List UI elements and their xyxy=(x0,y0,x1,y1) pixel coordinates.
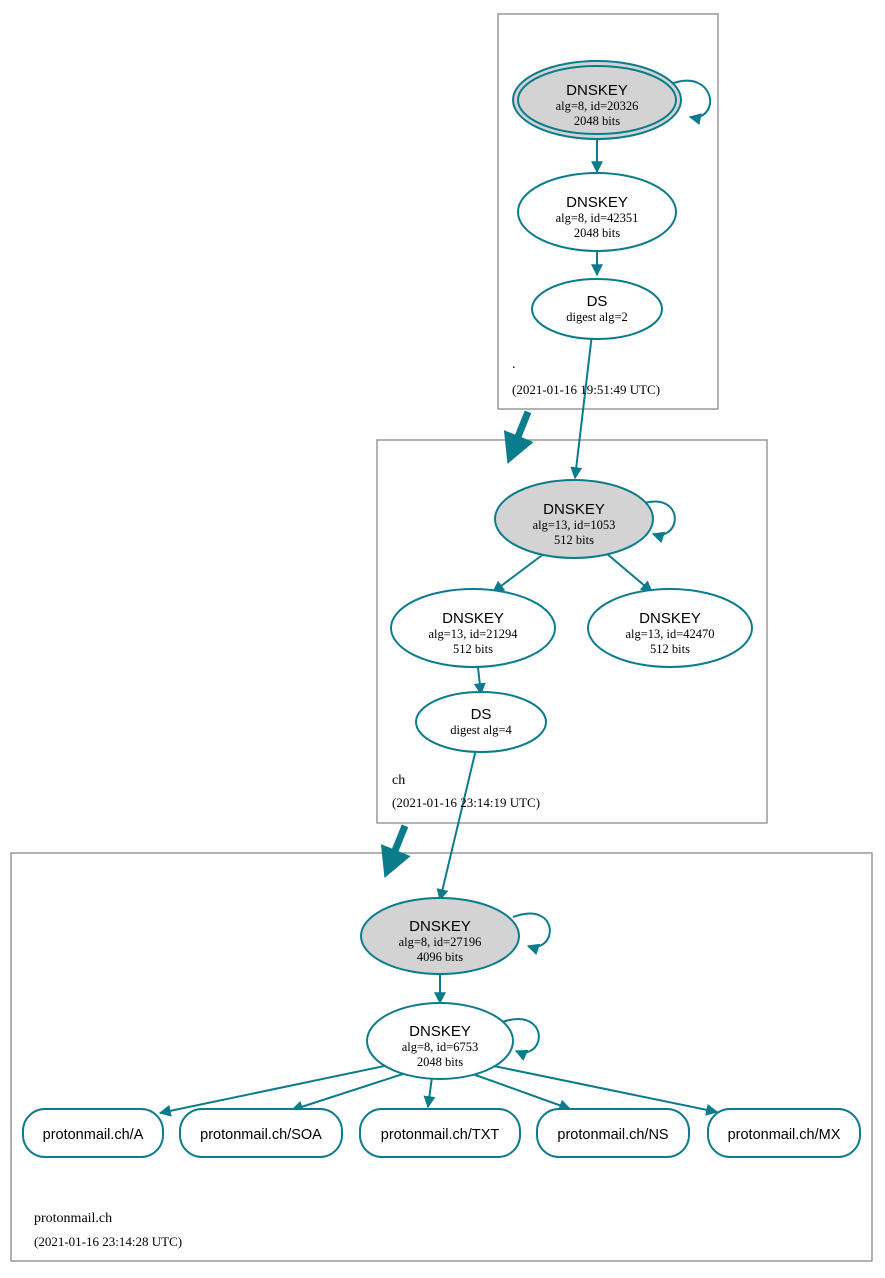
node-detail-alg: alg=13, id=42470 xyxy=(625,627,714,641)
rrset-protonmail-txt[interactable]: protonmail.ch/TXT xyxy=(359,1108,521,1158)
node-dnskey-root-ksk[interactable]: DNSKEY alg=8, id=20326 2048 bits xyxy=(512,60,682,140)
edge-self-sign-pm-zsk xyxy=(501,1018,540,1061)
zone-label-protonmail: protonmail.ch xyxy=(34,1211,112,1226)
rrset-protonmail-mx[interactable]: protonmail.ch/MX xyxy=(707,1108,861,1158)
node-detail-size: 512 bits xyxy=(650,642,690,656)
edge-sign-chksk-zsk21294 xyxy=(492,552,546,593)
node-detail-alg: alg=8, id=6753 xyxy=(402,1040,479,1054)
node-title: DS xyxy=(471,706,492,723)
node-detail-alg: alg=13, id=21294 xyxy=(428,627,518,641)
zone-label-root: . xyxy=(512,357,516,372)
node-title: DS xyxy=(587,293,608,310)
node-title: DNSKEY xyxy=(543,501,605,518)
node-title: DNSKEY xyxy=(409,1023,471,1040)
zone-box-protonmail xyxy=(10,852,873,1262)
rrset-label: protonmail.ch/TXT xyxy=(381,1127,500,1143)
edge-self-sign-root-ksk xyxy=(667,79,712,125)
node-dnskey-ch-zsk-42470[interactable]: DNSKEY alg=13, id=42470 512 bits xyxy=(587,588,753,668)
node-detail-alg: alg=8, id=27196 xyxy=(399,935,482,949)
zone-timestamp-root: (2021-01-16 19:51:49 UTC) xyxy=(512,382,660,397)
edge-sign-pmzsk-rr-ns xyxy=(469,1072,572,1111)
node-title: DNSKEY xyxy=(639,610,701,627)
rrset-label: protonmail.ch/NS xyxy=(557,1127,668,1143)
edge-ds-link-ch-protonmail xyxy=(436,744,478,902)
edge-sign-chksk-zsk42470 xyxy=(605,552,653,593)
node-ds-root-ch[interactable]: DS digest alg=2 xyxy=(531,278,663,340)
edge-self-sign-ch-ksk xyxy=(637,500,676,544)
node-dnskey-root-zsk[interactable]: DNSKEY alg=8, id=42351 2048 bits xyxy=(517,172,677,252)
node-dnskey-pm-ksk[interactable]: DNSKEY alg=8, id=27196 4096 bits xyxy=(360,897,520,975)
rrset-label: protonmail.ch/SOA xyxy=(200,1127,322,1143)
edge-ds-link-root-ch xyxy=(570,333,593,480)
edge-self-sign-pm-ksk xyxy=(512,912,551,956)
rrset-protonmail-a[interactable]: protonmail.ch/A xyxy=(22,1108,164,1158)
node-title: DNSKEY xyxy=(442,610,504,627)
edge-sign-pmzsk-rr-mx xyxy=(488,1064,719,1116)
node-detail-size: 2048 bits xyxy=(574,226,620,240)
node-dnskey-ch-zsk-21294[interactable]: DNSKEY alg=13, id=21294 512 bits xyxy=(390,588,556,668)
zone-box-ch xyxy=(376,439,768,824)
edge-sign-pmzsk-rr-txt xyxy=(423,1076,436,1109)
zone-box-root xyxy=(497,13,719,410)
node-detail-alg: alg=8, id=20326 xyxy=(556,99,639,113)
node-detail-size: 4096 bits xyxy=(417,950,463,964)
edge-sign-pmzsk-rr-a xyxy=(158,1064,390,1117)
rrset-label: protonmail.ch/A xyxy=(43,1127,144,1143)
node-detail-alg: alg=13, id=1053 xyxy=(533,518,616,532)
rrset-protonmail-soa[interactable]: protonmail.ch/SOA xyxy=(179,1108,343,1158)
edge-sign-pmzsk-rr-soa xyxy=(290,1072,407,1113)
rrset-protonmail-ns[interactable]: protonmail.ch/NS xyxy=(536,1108,690,1158)
node-detail-alg: alg=8, id=42351 xyxy=(556,211,639,225)
node-dnskey-ch-ksk[interactable]: DNSKEY alg=13, id=1053 512 bits xyxy=(494,479,654,559)
node-detail-digest: digest alg=2 xyxy=(566,310,628,324)
zone-timestamp-ch: (2021-01-16 23:14:19 UTC) xyxy=(392,795,540,810)
node-detail-digest: digest alg=4 xyxy=(450,723,512,737)
edge-delegation-ch-protonmail xyxy=(380,824,411,878)
node-title: DNSKEY xyxy=(566,194,628,211)
node-dnskey-pm-zsk[interactable]: DNSKEY alg=8, id=6753 2048 bits xyxy=(366,1002,514,1080)
node-detail-size: 2048 bits xyxy=(417,1055,463,1069)
node-ds-ch-protonmail[interactable]: DS digest alg=4 xyxy=(415,691,547,753)
zone-label-ch: ch xyxy=(392,773,405,788)
rrset-label: protonmail.ch/MX xyxy=(728,1127,841,1143)
node-detail-size: 512 bits xyxy=(453,642,493,656)
edge-delegation-root-ch xyxy=(503,410,534,464)
node-detail-size: 2048 bits xyxy=(574,114,620,128)
node-title: DNSKEY xyxy=(566,82,628,99)
node-title: DNSKEY xyxy=(409,918,471,935)
zone-timestamp-protonmail: (2021-01-16 23:14:28 UTC) xyxy=(34,1234,182,1249)
node-detail-size: 512 bits xyxy=(554,533,594,547)
